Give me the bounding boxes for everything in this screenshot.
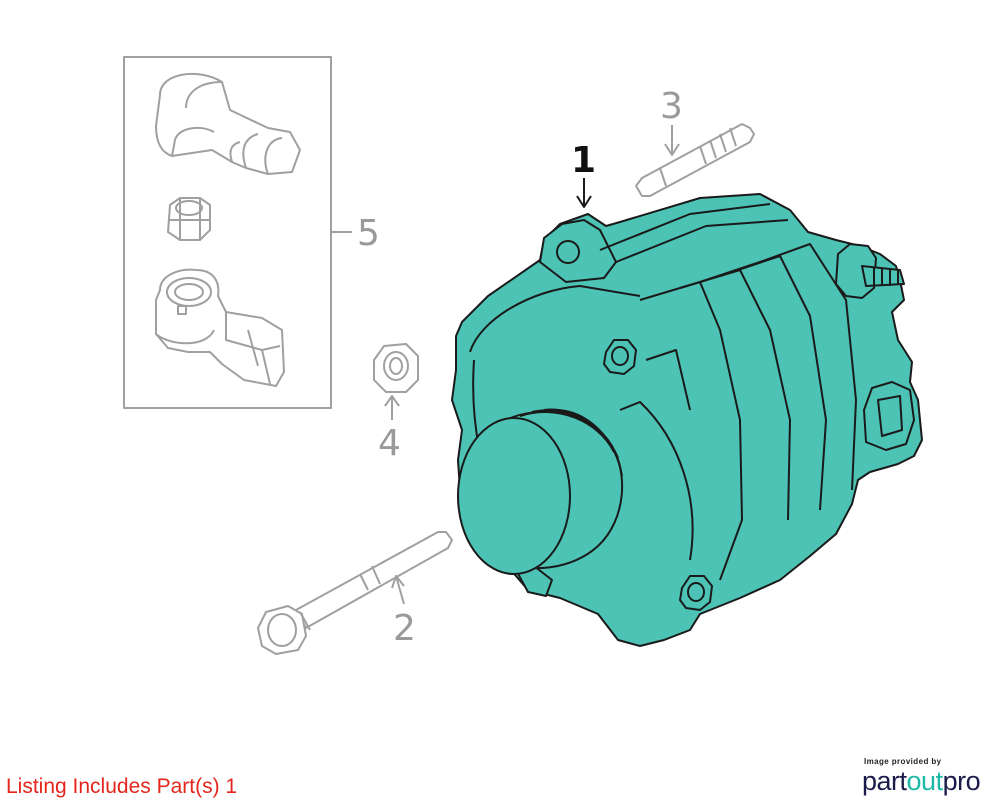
listing-includes-text: Listing Includes Part(s) 1 <box>6 775 238 798</box>
callout-5[interactable]: 5 <box>357 213 380 254</box>
part-1-alternator[interactable] <box>451 178 923 647</box>
brand-part: part <box>862 766 907 796</box>
brand-pro: pro <box>942 766 981 796</box>
part-5-kit[interactable] <box>123 56 352 409</box>
partoutpro-logo: partoutpro <box>862 766 992 796</box>
leader-2 <box>395 575 405 605</box>
part-3-stud[interactable] <box>635 123 755 197</box>
side-connector <box>863 381 915 451</box>
small-nut-icon <box>167 197 211 241</box>
pulley-face <box>457 417 571 575</box>
image-credit[interactable]: Image provided by partoutpro <box>862 757 992 796</box>
callout-4[interactable]: 4 <box>378 423 401 464</box>
boot-cover-icon <box>155 72 301 175</box>
housing-bolt-top <box>603 339 637 375</box>
part-4-nut[interactable] <box>373 343 419 420</box>
brand-out: out <box>906 766 944 796</box>
callout-2[interactable]: 2 <box>393 608 416 649</box>
terminal-icon <box>155 268 285 387</box>
callout-3[interactable]: 3 <box>660 86 683 127</box>
housing-bolt-bottom <box>679 575 713 611</box>
pulley <box>457 408 624 575</box>
output-terminal <box>835 243 905 299</box>
mount-hole <box>556 240 580 264</box>
part-2-bolt[interactable] <box>257 531 453 655</box>
callout-1[interactable]: 1 <box>571 140 596 181</box>
image-provided-by-text: Image provided by <box>864 757 942 766</box>
